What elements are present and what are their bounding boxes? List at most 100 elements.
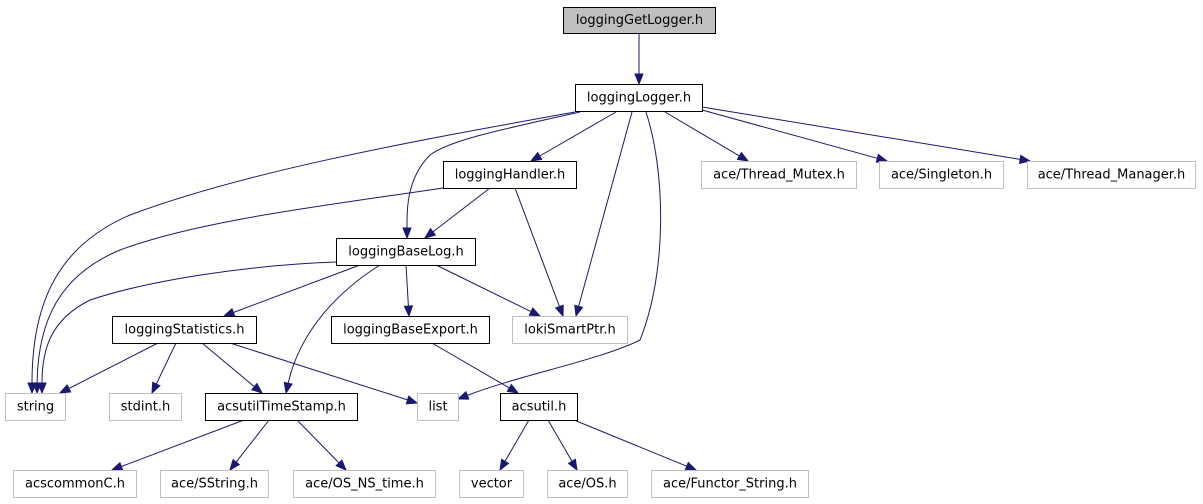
node-label: acsutil.h (512, 400, 567, 415)
node-ace-thread-manager[interactable]: ace/Thread_Manager.h (1027, 161, 1196, 189)
edge-acsutil-to-vector (499, 419, 530, 472)
node-logginghandler[interactable]: loggingHandler.h (443, 161, 577, 189)
arrowhead-icon (529, 151, 543, 162)
node-loggingstatistics[interactable]: loggingStatistics.h (112, 316, 257, 344)
edge-line (578, 111, 633, 307)
edge-loggingStatistics-to-list (229, 342, 419, 405)
edge-line (287, 264, 381, 384)
edge-line (233, 264, 361, 313)
node-label: acscommonC.h (25, 477, 125, 492)
node-label: ace/Functor_String.h (663, 477, 797, 492)
node-string[interactable]: string (5, 393, 66, 421)
edge-line (432, 187, 491, 233)
node-logginglogger[interactable]: loggingLogger.h (575, 84, 703, 112)
node-label: stdint.h (121, 400, 170, 415)
node-acsutil[interactable]: acsutil.h (500, 393, 578, 421)
edge-line (406, 111, 581, 229)
node-vector[interactable]: vector (459, 470, 524, 498)
nodes-layer: loggingGetLogger.h loggingLogger.h loggi… (5, 7, 1196, 498)
edge-line (664, 111, 740, 157)
edge-acsutilTimeStamp-to-acscommonC (110, 419, 245, 471)
node-loggingbaselog[interactable]: loggingBaseLog.h (336, 238, 476, 266)
edge-line (701, 109, 878, 159)
node-stdint[interactable]: stdint.h (109, 393, 182, 421)
edge-line (121, 419, 245, 467)
node-label: loggingStatistics.h (125, 323, 245, 338)
node-ace-singleton[interactable]: ace/Singleton.h (879, 161, 1004, 189)
arrowhead-icon (250, 382, 264, 394)
node-lokismartptr[interactable]: lokiSmartPtr.h (512, 316, 628, 344)
arrowhead-icon (110, 461, 124, 471)
edge-loggingStatistics-to-acsutilTimeStamp (201, 342, 264, 394)
node-ace-sstring[interactable]: ace/SString.h (160, 470, 269, 498)
edge-line (155, 342, 177, 385)
node-logginggetlogger[interactable]: loggingGetLogger.h (563, 7, 716, 34)
edge-line (431, 342, 510, 389)
arrowhead-icon (402, 227, 412, 240)
node-label: ace/SString.h (171, 477, 258, 492)
arrowhead-icon (229, 458, 241, 472)
arrowhead-icon (499, 458, 510, 472)
node-label: ace/Singleton.h (891, 168, 992, 183)
edge-line (41, 261, 337, 384)
node-label: loggingHandler.h (455, 168, 566, 183)
edge-line (547, 419, 573, 462)
node-loggingbaseexport[interactable]: loggingBaseExport.h (331, 316, 490, 344)
node-label: loggingBaseLog.h (348, 245, 463, 260)
edge-loggingBaseLog-to-acsutilTimeStamp (283, 264, 381, 395)
edge-loggingHandler-to-loggingBaseLog (423, 187, 491, 239)
arrowhead-icon (554, 304, 564, 318)
edge-loggingBaseLog-to-string (37, 261, 337, 395)
edge-line (31, 111, 576, 384)
edge-loggingStatistics-to-string (58, 342, 159, 394)
edge-loggingLogger-to-loggingHandler (529, 111, 617, 162)
arrowhead-icon (506, 383, 520, 394)
arrowhead-icon (37, 382, 47, 395)
edge-line (467, 111, 662, 396)
edge-loggingStatistics-to-stdint (151, 342, 177, 395)
node-acscommonc[interactable]: acscommonC.h (13, 470, 137, 498)
edge-line (514, 187, 560, 307)
node-acsutiltimestamp[interactable]: acsutilTimeStamp.h (205, 393, 358, 421)
node-ace-os[interactable]: ace/OS.h (547, 470, 628, 498)
node-label: ace/Thread_Mutex.h (713, 168, 845, 183)
node-label: vector (471, 477, 513, 492)
arrowhead-icon (528, 307, 542, 317)
edge-line (405, 264, 409, 307)
edge-loggingBaseLog-to-loggingStatistics (222, 264, 361, 317)
edges-layer (27, 34, 1032, 472)
arrowhead-icon (58, 384, 72, 394)
arrowhead-icon (335, 459, 347, 471)
edge-loggingHandler-to-lokiSmartPtr (514, 187, 564, 318)
edge-loggingBaseLog-to-lokiSmartPtr (435, 264, 542, 317)
node-ace-os-ns-time[interactable]: ace/OS_NS_time.h (293, 470, 436, 498)
arrowhead-icon (456, 390, 470, 400)
edge-loggingLogger-to-list (456, 111, 662, 400)
edge-acsutil-to-aceOS (547, 419, 578, 472)
edge-line (36, 187, 444, 384)
edge-acsutilTimeStamp-to-aceSString (229, 419, 270, 472)
arrowhead-icon (567, 458, 578, 472)
node-label: ace/OS.h (558, 477, 616, 492)
edge-acsutilTimeStamp-to-aceOSNStime (296, 419, 347, 471)
node-label: lokiSmartPtr.h (524, 323, 616, 338)
edge-loggingLogger-to-lokiSmartPtr (574, 111, 633, 318)
edge-line (573, 419, 687, 467)
node-label: list (428, 400, 447, 415)
node-label: ace/OS_NS_time.h (305, 477, 424, 492)
edge-acsutil-to-aceFunctorString (573, 419, 698, 471)
node-ace-thread-mutex[interactable]: ace/Thread_Mutex.h (701, 161, 857, 189)
edge-loggingHandler-to-string (32, 187, 444, 395)
edge-loggingBaseExport-to-acsutil (431, 342, 520, 394)
edge-loggingLogger-to-loggingBaseLog (402, 111, 581, 240)
edge-loggingBaseLog-to-loggingBaseExport (403, 264, 414, 318)
node-label: acsutilTimeStamp.h (217, 400, 346, 415)
arrowhead-icon (634, 73, 644, 86)
arrowhead-icon (423, 227, 437, 239)
arrowhead-icon (684, 461, 698, 471)
node-label: loggingLogger.h (587, 91, 691, 106)
node-ace-functor-string[interactable]: ace/Functor_String.h (651, 470, 809, 498)
edge-line (235, 419, 270, 463)
node-list[interactable]: list (417, 393, 459, 421)
